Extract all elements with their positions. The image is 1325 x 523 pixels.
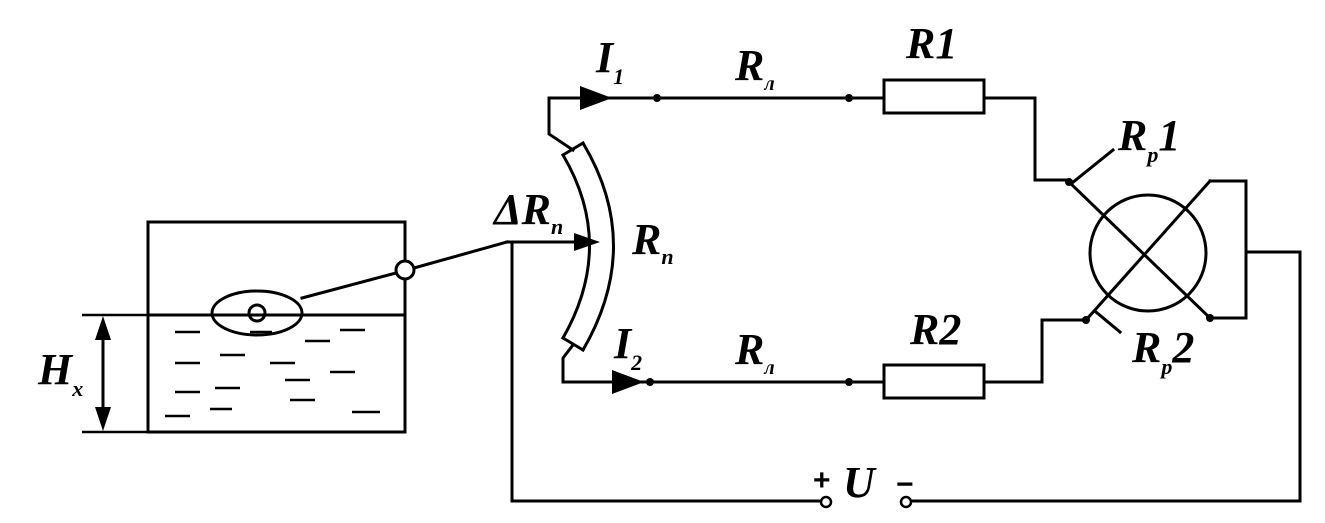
- rl-top-label: Rл: [734, 41, 775, 95]
- rp1-label: Rр1: [1117, 111, 1180, 167]
- i1-arrow: [580, 86, 612, 110]
- terminal-minus: [899, 495, 913, 509]
- hx-label: Hx: [37, 345, 83, 401]
- r2-label: R2: [909, 305, 961, 354]
- pivot: [394, 259, 416, 281]
- level-arrow-up: [95, 316, 111, 340]
- tank: [146, 220, 509, 434]
- supply-wire-left: [505, 240, 824, 503]
- rn-label: Rп: [631, 215, 674, 269]
- rp1-tick: [1069, 147, 1116, 186]
- resistor-r1: [882, 78, 986, 115]
- level-arrow-down: [95, 407, 111, 431]
- i2-arrow: [612, 370, 644, 394]
- float: [210, 289, 304, 337]
- lever-arm: [300, 271, 398, 300]
- slider-arrow: [574, 233, 600, 251]
- bottom-wire-left: [561, 342, 652, 384]
- plus-sign: +: [813, 464, 831, 497]
- minus-sign: −: [896, 468, 914, 501]
- rl-bottom-label: Rл: [734, 325, 775, 379]
- lever-to-slider: [412, 240, 509, 270]
- ratiometer: [1066, 147, 1248, 335]
- top-wire-left: [547, 96, 659, 153]
- liquid-dashes: [165, 328, 380, 418]
- delta-rn-label: ΔRп: [492, 185, 563, 239]
- bottom-wire-right: [982, 318, 1087, 384]
- coil-1: [1066, 179, 1213, 321]
- coil-return: [1208, 179, 1248, 320]
- float-center: [247, 303, 267, 323]
- potentiometer: [560, 140, 615, 353]
- i1-label: I1: [595, 33, 624, 89]
- ratiometer-body: [1088, 193, 1208, 313]
- top-wire-right: [982, 96, 1071, 182]
- rp2-label: Rр2: [1131, 323, 1194, 379]
- level-indicator: [82, 313, 148, 434]
- coil-2: [1083, 178, 1213, 323]
- voltage-label: U: [843, 458, 877, 507]
- supply-wire-right: [909, 250, 1302, 503]
- resistor-r2: [882, 363, 986, 400]
- terminal-plus: [819, 495, 833, 509]
- rp2-tick: [1093, 309, 1123, 335]
- r1-label: R1: [905, 19, 957, 68]
- i2-label: I2: [613, 319, 642, 375]
- tank-outline: [146, 220, 407, 434]
